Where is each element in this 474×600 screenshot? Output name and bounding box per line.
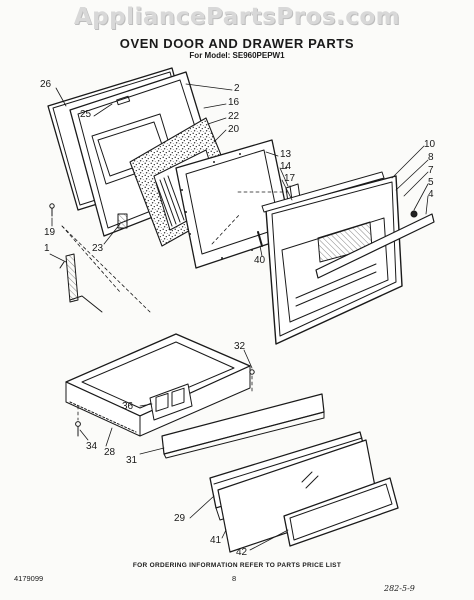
part-34-drawer-roller xyxy=(75,421,81,437)
callout-16: 16 xyxy=(228,97,240,108)
callout-25: 25 xyxy=(80,109,92,120)
callout-14: 14 xyxy=(280,161,292,172)
callout-41: 41 xyxy=(210,535,222,546)
part-4-door-handle xyxy=(315,213,435,279)
page-title: OVEN DOOR AND DRAWER PARTS xyxy=(119,36,355,51)
callout-19: 19 xyxy=(44,227,56,238)
part-1-door-hinge xyxy=(59,253,103,313)
ordering-info-note: FOR ORDERING INFORMATION REFER TO PARTS … xyxy=(132,562,342,569)
site-watermark: AppliancePartsPros.com xyxy=(73,4,401,30)
part-40-vent-trim xyxy=(257,231,263,247)
part-42-drawer-trim xyxy=(283,477,399,547)
callout-10: 10 xyxy=(424,139,436,150)
callout-32: 32 xyxy=(234,341,246,352)
part-25-door-vent xyxy=(116,95,131,106)
page-number: 8 xyxy=(232,574,237,583)
callout-40: 40 xyxy=(254,255,266,266)
part-23-door-clip xyxy=(117,213,128,229)
callout-8: 8 xyxy=(428,152,434,163)
part-32-drawer-screw xyxy=(249,369,255,375)
part-28-drawer-body xyxy=(65,333,251,437)
callout-2: 2 xyxy=(234,83,240,94)
callout-26: 26 xyxy=(40,79,52,90)
callout-5: 5 xyxy=(428,177,434,188)
callout-22: 22 xyxy=(228,111,240,122)
callout-7: 7 xyxy=(428,165,434,176)
callout-1: 1 xyxy=(44,243,50,254)
part-5-handle-bracket xyxy=(410,210,418,218)
document-code: 4179099 xyxy=(14,574,44,583)
part-19-hinge-screw xyxy=(49,203,55,217)
callout-31: 31 xyxy=(126,455,138,466)
model-subtitle: For Model: SE960PEPW1 xyxy=(189,51,285,60)
callout-36: 36 xyxy=(122,401,134,412)
callout-28: 28 xyxy=(104,447,116,458)
drawer-guide-lines xyxy=(77,375,253,421)
callout-23: 23 xyxy=(92,243,104,254)
part-10-trim-strip xyxy=(261,171,385,213)
callout-13: 13 xyxy=(280,149,292,160)
callout-leaders xyxy=(49,83,429,551)
callout-20: 20 xyxy=(228,124,240,135)
assembly-guide-lines xyxy=(61,191,289,313)
handwritten-note: 282-5-9 xyxy=(384,584,415,593)
callout-42: 42 xyxy=(236,547,248,558)
part-36-drawer-slide-plate xyxy=(149,383,193,421)
callout-29: 29 xyxy=(174,513,186,524)
callout-17: 17 xyxy=(284,173,296,184)
callout-4: 4 xyxy=(428,189,434,200)
callout-34: 34 xyxy=(86,441,98,452)
